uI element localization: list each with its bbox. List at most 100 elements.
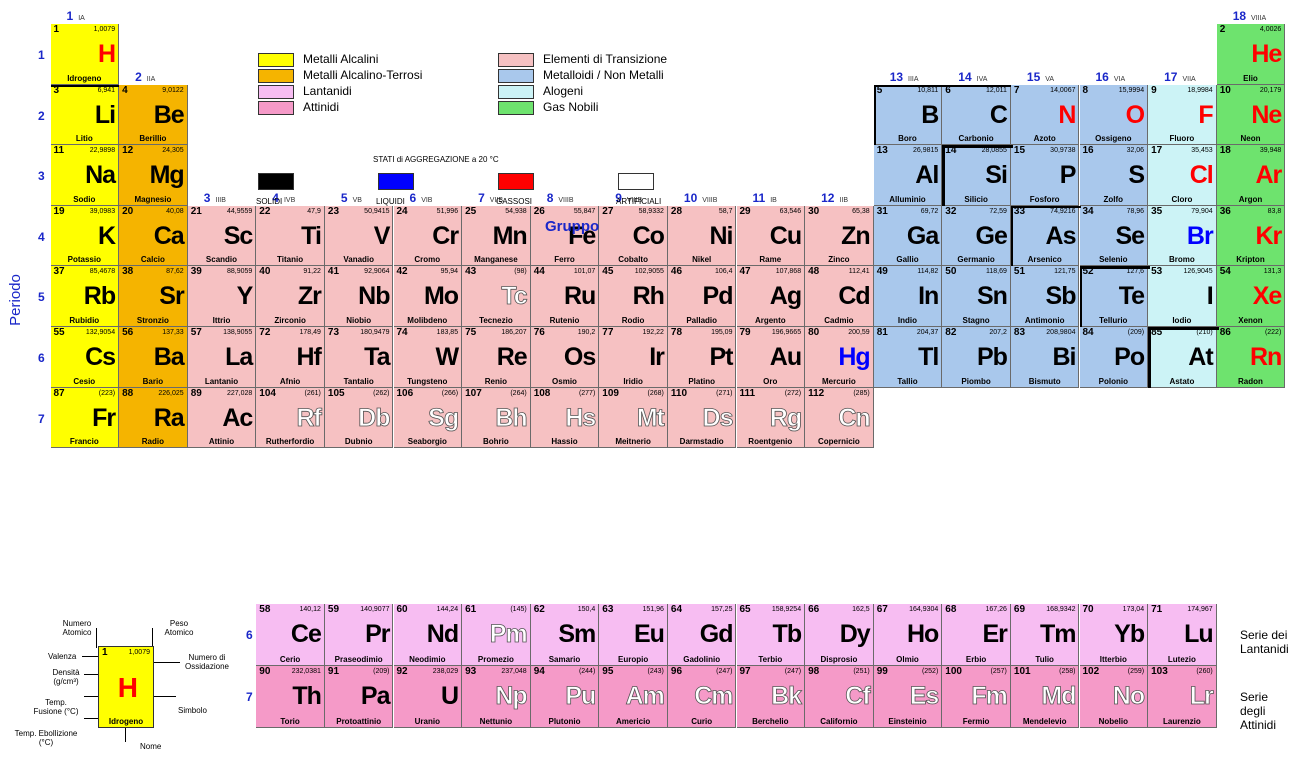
element-y[interactable]: 3988,9059YIttrio (187, 266, 257, 327)
element-pr[interactable]: 59140,9077PrPraseodimio (324, 604, 394, 666)
element-sr[interactable]: 3887,62SrStronzio (119, 266, 188, 327)
element-v[interactable]: 2350,9415VVanadio (324, 205, 394, 267)
element-os[interactable]: 76190,2OsOsmio (530, 327, 600, 388)
element-ce[interactable]: 58140,12CeCerio (256, 604, 325, 666)
element-eu[interactable]: 63151,96EuEuropio (599, 604, 668, 666)
element-in[interactable]: 49114,82InIndio (873, 266, 943, 327)
element-ir[interactable]: 77192,22IrIridio (599, 327, 668, 388)
element-lr[interactable]: 103(260)LrLaurenzio (1148, 666, 1217, 728)
element-mo[interactable]: 4295,94MoMolibdeno (393, 266, 463, 327)
element-he[interactable]: 24,0026HeElio (1216, 24, 1286, 85)
element-db[interactable]: 105(262)DbDubnio (324, 387, 394, 449)
element-rf[interactable]: 104(261)RfRutherfordio (256, 387, 325, 449)
element-rb[interactable]: 3785,4678RbRubidio (50, 266, 120, 327)
element-lu[interactable]: 71174,967LuLutezio (1148, 604, 1217, 666)
element-hs[interactable]: 108(277)HsHassio (530, 387, 600, 449)
element-f[interactable]: 918,9984FFluoro (1148, 84, 1217, 146)
element-k[interactable]: 1939,0983KPotassio (50, 205, 120, 267)
element-rh[interactable]: 45102,9055RhRodio (599, 266, 668, 327)
element-n[interactable]: 714,0067NAzoto (1010, 84, 1080, 146)
element-md[interactable]: 101(258)MdMendelevio (1010, 666, 1080, 728)
element-li[interactable]: 36,941LiLitio (50, 84, 120, 146)
element-hf[interactable]: 72178,49HfAfnio (256, 327, 325, 388)
element-ni[interactable]: 2858,7NiNikel (667, 205, 737, 267)
element-fm[interactable]: 100(257)FmFermio (942, 666, 1011, 728)
element-zr[interactable]: 4091,22ZrZirconio (256, 266, 325, 327)
element-mn[interactable]: 2554,938MnManganese (462, 205, 531, 267)
element-fe[interactable]: 2655,847FeFerro (530, 205, 600, 267)
element-si[interactable]: 1428,0855SiSilicio (942, 145, 1011, 206)
element-mg[interactable]: 1224,305MgMagnesio (119, 145, 188, 206)
element-ne[interactable]: 1020,179NeNeon (1216, 84, 1286, 146)
element-hg[interactable]: 80200,59HgMercurio (805, 327, 874, 388)
element-nd[interactable]: 60144,24NdNeodimio (393, 604, 463, 666)
element-cs[interactable]: 55132,9054CsCesio (50, 327, 120, 388)
element-mt[interactable]: 109(268)MtMeitnerio (599, 387, 668, 449)
element-pu[interactable]: 94(244)PuPlutonio (530, 666, 600, 728)
element-br[interactable]: 3579,904BrBromo (1148, 205, 1217, 267)
element-tc[interactable]: 43(98)TcTecnezio (462, 266, 531, 327)
element-u[interactable]: 92238,029UUranio (393, 666, 463, 728)
element-b[interactable]: 510,811BBoro (873, 84, 943, 146)
element-be[interactable]: 49,0122BeBerillio (119, 84, 188, 146)
element-s[interactable]: 1632,06SZolfo (1079, 145, 1149, 206)
element-sn[interactable]: 50118,69SnStagno (942, 266, 1011, 327)
element-co[interactable]: 2758,9332CoCobalto (599, 205, 668, 267)
element-pd[interactable]: 46106,4PdPalladio (667, 266, 737, 327)
element-th[interactable]: 90232,0381ThTorio (256, 666, 325, 728)
element-i[interactable]: 53126,9045IIodio (1148, 266, 1217, 327)
element-kr[interactable]: 3683,8KrKripton (1216, 205, 1286, 267)
element-tl[interactable]: 81204,37TlTallio (873, 327, 943, 388)
element-rg[interactable]: 111(272)RgRoentgenio (736, 387, 806, 449)
element-ra[interactable]: 88226,025RaRadio (119, 387, 188, 449)
element-bh[interactable]: 107(264)BhBohrio (462, 387, 531, 449)
element-ca[interactable]: 2040,08CaCalcio (119, 205, 188, 267)
element-na[interactable]: 1122,9898NaSodio (50, 145, 120, 206)
element-ti[interactable]: 2247,9TiTitanio (256, 205, 325, 267)
element-tm[interactable]: 69168,9342TmTulio (1010, 604, 1080, 666)
element-cd[interactable]: 48112,41CdCadmio (805, 266, 874, 327)
element-ba[interactable]: 56137,33BaBario (119, 327, 188, 388)
element-ga[interactable]: 3169,72GaGallio (873, 205, 943, 267)
element-np[interactable]: 93237,048NpNettunio (462, 666, 531, 728)
element-ag[interactable]: 47107,868AgArgento (736, 266, 806, 327)
element-no[interactable]: 102(259)NoNobelio (1079, 666, 1149, 728)
element-pb[interactable]: 82207,2PbPiombo (942, 327, 1011, 388)
element-cr[interactable]: 2451,996CrCromo (393, 205, 463, 267)
element-ge[interactable]: 3272,59GeGermanio (942, 205, 1011, 267)
element-pa[interactable]: 91(209)PaProtoattinio (324, 666, 394, 728)
element-cu[interactable]: 2963,546CuRame (736, 205, 806, 267)
element-xe[interactable]: 54131,3XeXenon (1216, 266, 1286, 327)
element-am[interactable]: 95(243)AmAmericio (599, 666, 668, 728)
element-cm[interactable]: 96(247)CmCurio (667, 666, 737, 728)
element-pt[interactable]: 78195,09PtPlatino (667, 327, 737, 388)
element-cl[interactable]: 1735,453ClCloro (1148, 145, 1217, 206)
element-fr[interactable]: 87(223)FrFrancio (50, 387, 120, 449)
element-sb[interactable]: 51121,75SbAntimonio (1010, 266, 1080, 327)
element-pm[interactable]: 61(145)PmPromezio (462, 604, 531, 666)
element-er[interactable]: 68167,26ErErbio (942, 604, 1011, 666)
element-o[interactable]: 815,9994OOssigeno (1079, 84, 1149, 146)
element-ta[interactable]: 73180,9479TaTantalio (324, 327, 394, 388)
element-po[interactable]: 84(209)PoPolonio (1079, 327, 1149, 388)
element-cf[interactable]: 98(251)CfCalifornio (805, 666, 874, 728)
element-ru[interactable]: 44101,07RuRutenio (530, 266, 600, 327)
element-es[interactable]: 99(252)EsEinsteinio (873, 666, 943, 728)
element-al[interactable]: 1326,9815AlAlluminio (873, 145, 943, 206)
element-tb[interactable]: 65158,9254TbTerbio (736, 604, 806, 666)
element-la[interactable]: 57138,9055LaLantanio (187, 327, 257, 388)
element-h[interactable]: 11,0079HIdrogeno (50, 24, 120, 85)
element-sg[interactable]: 106(266)SgSeaborgio (393, 387, 463, 449)
element-bk[interactable]: 97(247)BkBerchelio (736, 666, 806, 728)
element-dy[interactable]: 66162,5DyDisprosio (805, 604, 874, 666)
element-at[interactable]: 85(210)AtAstato (1148, 327, 1217, 388)
element-sm[interactable]: 62150,4SmSamario (530, 604, 600, 666)
element-ho[interactable]: 67164,9304HoOlmio (873, 604, 943, 666)
element-zn[interactable]: 3065,38ZnZinco (805, 205, 874, 267)
element-ar[interactable]: 1839,948ArArgon (1216, 145, 1286, 206)
element-rn[interactable]: 86(222)RnRadon (1216, 327, 1286, 388)
element-ds[interactable]: 110(271)DsDarmstadio (667, 387, 737, 449)
element-ac[interactable]: 89227,028AcAttinio (187, 387, 257, 449)
element-yb[interactable]: 70173,04YbItterbio (1079, 604, 1149, 666)
element-p[interactable]: 1530,9738PFosforo (1010, 145, 1080, 206)
